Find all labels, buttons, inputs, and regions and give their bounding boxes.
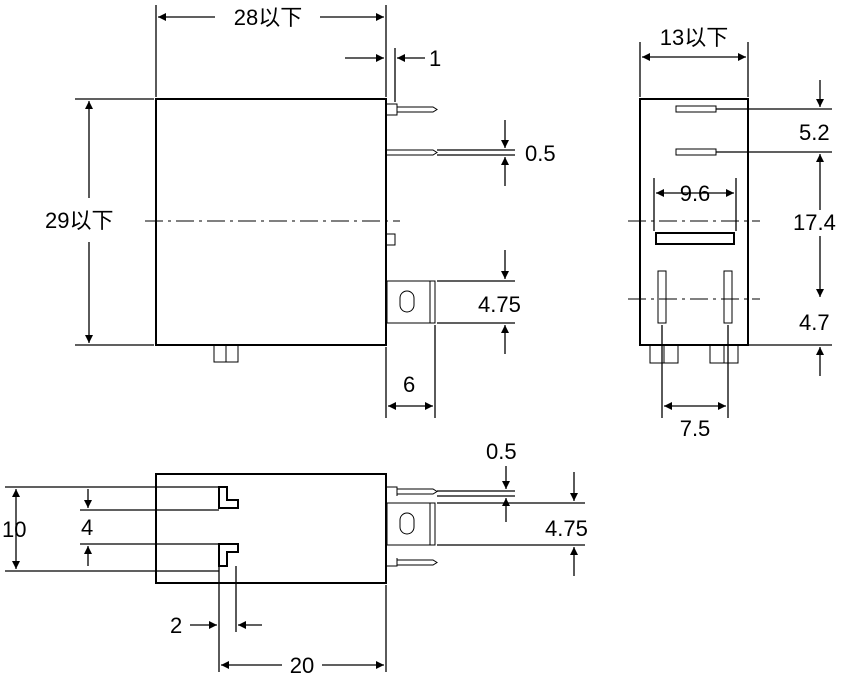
relay-body-bottom	[155, 473, 387, 584]
bottom-view: 10 4 0.5 4.75 2 20	[2, 439, 588, 678]
side-view: 13以下 9.6 5.2 17.4 4.7 7.5	[628, 25, 836, 441]
tab-length-label: 6	[403, 372, 415, 397]
front-height-label: 29以下	[45, 208, 113, 233]
tab-terminal-bottom	[386, 502, 436, 546]
slot-width-label: 2	[170, 613, 182, 638]
tab-terminal	[386, 280, 436, 324]
bottom-pitch-label: 7.5	[680, 416, 711, 441]
relay-body-front	[155, 98, 387, 346]
front-pin-thickness-label: 0.5	[525, 141, 556, 166]
pin-spacing-label: 9.6	[680, 181, 711, 206]
pin-stub	[385, 233, 396, 246]
bottom-length-label: 20	[290, 653, 314, 678]
upper-pitch-label: 5.2	[799, 120, 830, 145]
side-width-label: 13以下	[660, 25, 728, 50]
front-width-label: 28以下	[234, 5, 302, 30]
slot-pitch-label: 4	[81, 515, 93, 540]
lower-pitch-label: 4.7	[799, 310, 830, 335]
bottom-height-label: 10	[2, 517, 26, 542]
bottom-pin-thickness-label: 0.5	[486, 439, 517, 464]
side-bar	[655, 232, 735, 245]
bottom-tab-width-label: 4.75	[545, 516, 588, 541]
pin-offset-label: 1	[429, 46, 441, 71]
pin-upper	[386, 103, 398, 116]
main-pitch-label: 17.4	[793, 210, 836, 235]
front-view: 28以下 1 29以下 0.5 4.75 6	[45, 5, 556, 418]
slot-upper	[218, 486, 239, 509]
pin-middle	[386, 149, 438, 156]
front-tab-width-label: 4.75	[478, 292, 521, 317]
